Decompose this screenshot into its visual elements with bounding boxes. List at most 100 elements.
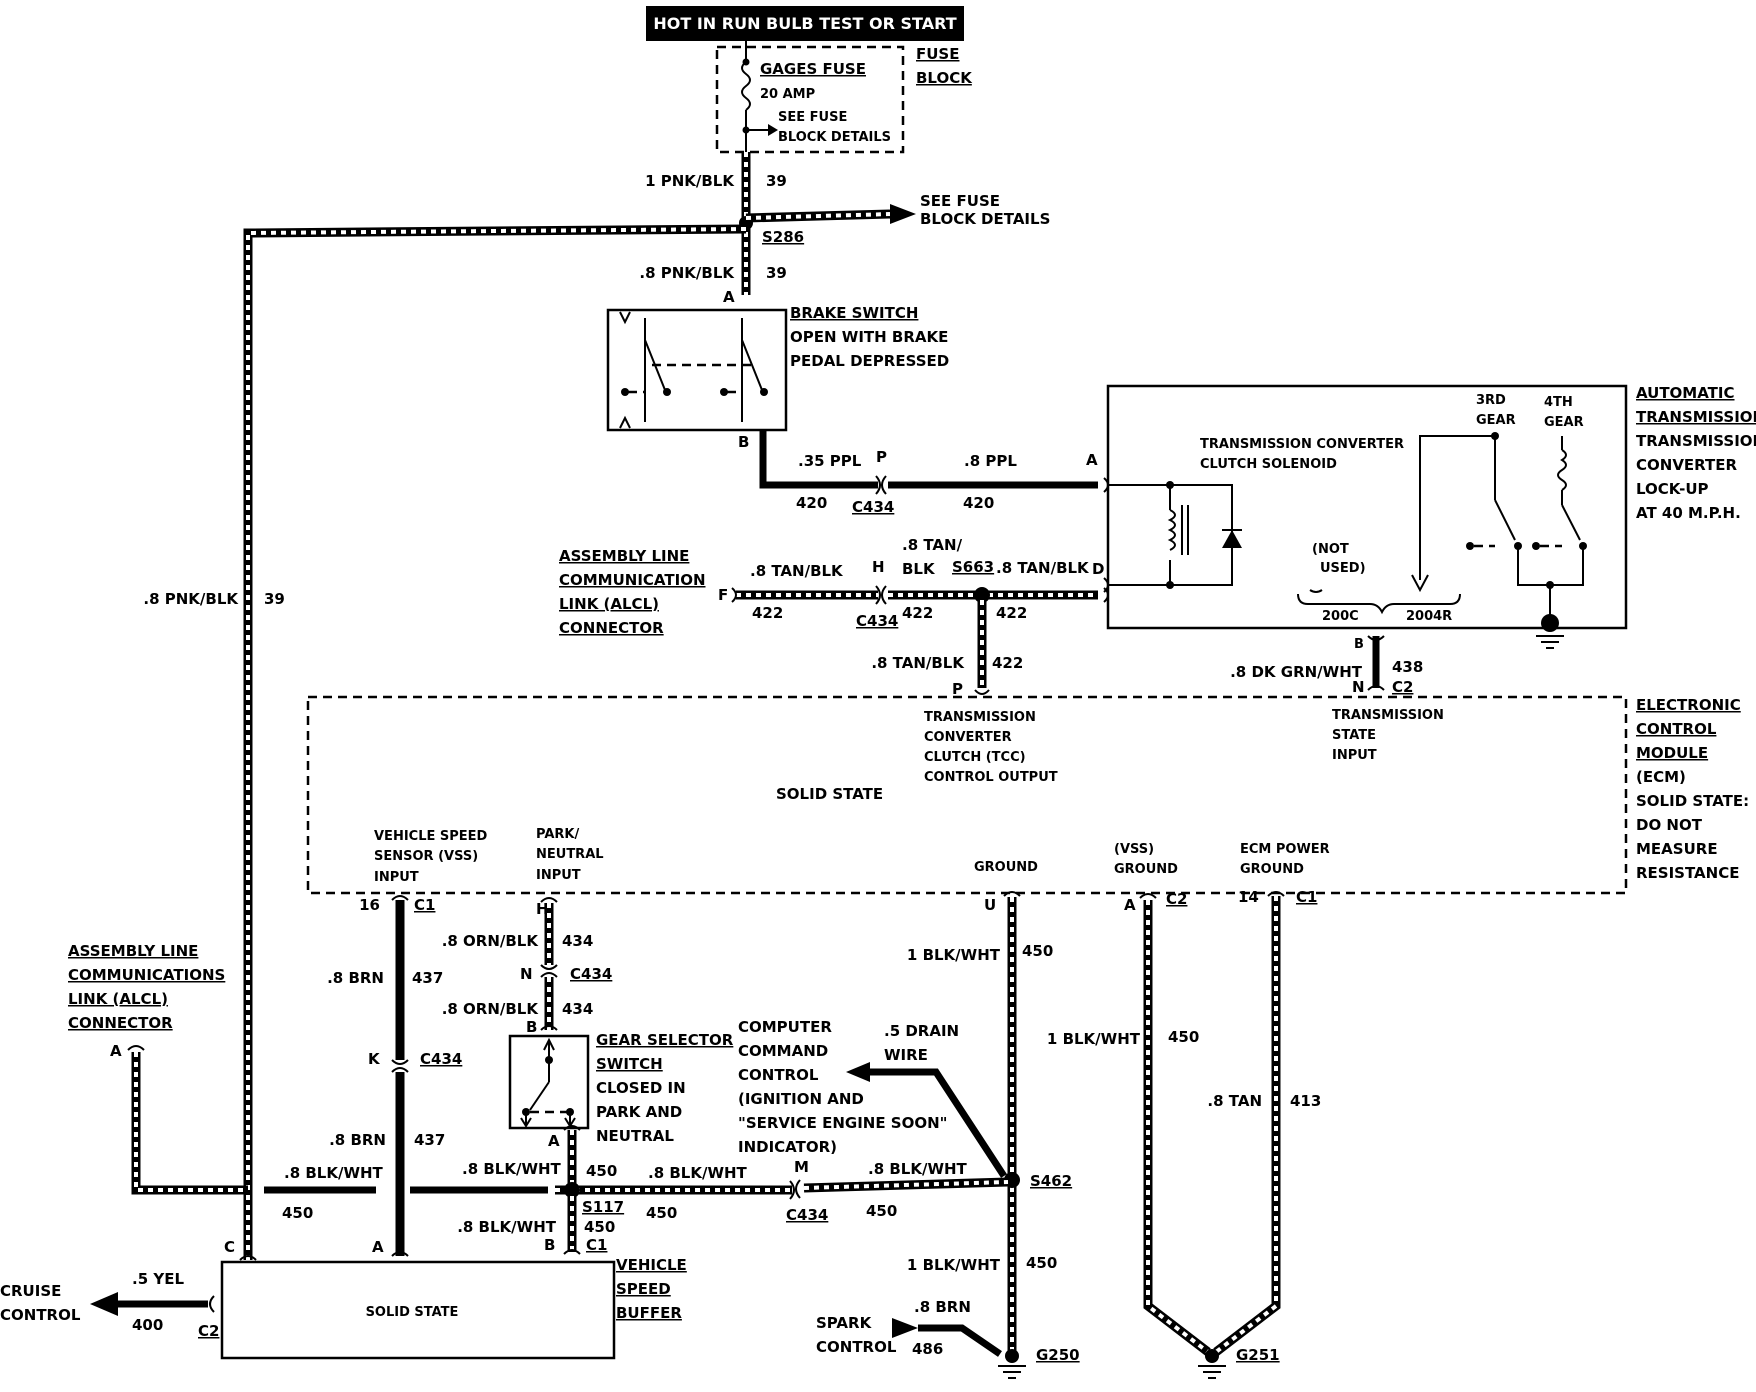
ground-g251-wires [1139,891,1285,1356]
gear-title-1: GEAR SELECTOR [596,1031,734,1049]
solenoid-label-2: CLUTCH SOLENOID [1200,457,1337,472]
circuit-39-mid-label: 39 [766,264,787,282]
pin-n-c2: N [1352,678,1365,696]
drain-wire-2: WIRE [884,1046,928,1064]
splice-s286-label: S286 [762,228,804,246]
circuit-437: .8 BRN 437 K C434 .8 BRN 437 [327,895,462,1257]
ecm-label-2: CONTROL [1636,720,1717,738]
ecm-label-6: DO NOT [1636,816,1703,834]
trans-label-1: AUTOMATIC [1636,384,1735,402]
pin-k-c434: K [368,1050,381,1068]
not-used-2: USED) [1320,561,1366,576]
gear-selector-switch: A GEAR SELECTOR SWITCH CLOSED IN PARK AN… [508,1031,734,1150]
wire-dk-grn-wht: .8 DK GRN/WHT [1230,663,1363,681]
alcl-bottom-line-3: LINK (ALCL) [68,990,168,1008]
ecm-tsi-2: STATE [1332,728,1376,743]
wire-8-brn-spark: .8 BRN [914,1298,971,1316]
ecm-bottom-pins: 16 C1 H U A C2 14 C1 [359,888,1317,918]
s286-see-details-1: SEE FUSE [920,192,1000,210]
vsb-pin-b: B [544,1236,555,1254]
wire-8-pnk-blk-top: .8 PNK/BLK [639,264,735,282]
ground-g251: G251 [1198,1346,1280,1379]
wire-5-yel: .5 YEL [132,1270,184,1288]
splice-s663-dot [974,587,990,603]
ecm-power-ground-1: ECM POWER [1240,842,1330,857]
circuit-39-top-label: 39 [766,172,787,190]
ecm-pin-p: P [952,680,963,698]
connector-c434-434: C434 [570,965,612,983]
wire-blk-wht-down: .8 BLK/WHT [457,1218,557,1236]
ecm-vss-ground-1: (VSS) [1114,842,1154,857]
ecm-tcc-4: CONTROL OUTPUT [924,770,1058,785]
wire-8-brn-2: .8 BRN [329,1131,386,1149]
connector-c434-422: C434 [856,612,898,630]
vsb-pin-c: C [224,1238,235,1256]
trans-label-6: AT 40 M.P.H. [1636,504,1741,522]
wire-blk-wht-left: .8 BLK/WHT [284,1164,384,1182]
gear-3rd-2: GEAR [1476,413,1516,428]
ccc-line-4: (IGNITION AND [738,1090,864,1108]
power-header: HOT IN RUN BULB TEST OR START [646,6,964,41]
ecm-pn-1: PARK/ [536,827,579,842]
circuit-422-1: 422 [752,604,783,622]
ecm-tcc-3: CLUTCH (TCC) [924,750,1026,765]
wire-tan-blk-2a: .8 TAN/ [902,536,963,554]
wire-tan-blk-4: .8 TAN/BLK [871,654,965,672]
vsb-title-3: BUFFER [616,1304,682,1322]
connector-c2-438: C2 [1392,678,1413,696]
cruise-line-1: CRUISE [0,1282,61,1300]
gear-pin-a: A [548,1132,560,1150]
wire-8-brn-1: .8 BRN [327,969,384,987]
trans-pin-d: D [1092,560,1104,578]
trans-pin-b: B [1354,637,1364,652]
header-text: HOT IN RUN BULB TEST OR START [653,14,956,33]
alcl-bottom-pin-a: A [110,1042,122,1060]
fuse-block: GAGES FUSE 20 AMP SEE FUSE BLOCK DETAILS… [715,41,973,178]
fuse-rating: 20 AMP [760,87,815,102]
computer-command-control: COMPUTER COMMAND CONTROL (IGNITION AND "… [738,1018,1007,1178]
circuit-437-2: 437 [414,1131,445,1149]
ecm-pn-3: INPUT [536,868,581,883]
wire-35-ppl: .35 PPL [798,452,862,470]
wire-blk-wht-mid: .8 BLK/WHT [462,1160,562,1178]
ecm-pin-u: U [984,896,996,914]
trans-label-2: TRANSMISSION [1636,408,1756,426]
wire-1-pnk-blk: 1 PNK/BLK [645,172,735,190]
vsb-title-1: VEHICLE [616,1256,687,1274]
spark-line-1: SPARK [816,1314,873,1332]
ecm-vss-2: SENSOR (VSS) [374,849,478,864]
ecm-label-3: MODULE [1636,744,1708,762]
alcl-bottom-line-2: COMMUNICATIONS [68,966,225,984]
g251-label: G251 [1236,1346,1280,1364]
trans-label-4: CONVERTER [1636,456,1738,474]
circuit-434: .8 ORN/BLK 434 N C434 .8 ORN/BLK 434 B [442,897,612,1036]
connector-c434-437: C434 [420,1050,462,1068]
trans-pin-a: A [1086,451,1098,469]
ecm-c1-b: C1 [1296,888,1317,906]
circuit-450-mid2: 450 [646,1204,677,1222]
alcl-top-line-2: COMMUNICATION [559,571,706,589]
wire-8-tan: .8 TAN [1207,1092,1262,1110]
circuit-450-network: 1 BLK/WHT 450 1 BLK/WHT 450 .8 TAN 413 .… [264,891,1321,1352]
ecm-label-8: RESISTANCE [1636,864,1739,882]
ecm-label-4: (ECM) [1636,768,1686,786]
ecm-power-ground-2: GROUND [1240,862,1304,877]
gear-desc-1: CLOSED IN [596,1079,686,1097]
fuse-block-label-2: BLOCK [916,69,973,87]
connector-c434-450: C434 [786,1206,828,1224]
splice-s117-label: S117 [582,1198,624,1216]
alcl-bottom: ASSEMBLY LINE COMMUNICATIONS LINK (ALCL)… [68,590,285,1195]
alcl-top-line-3: LINK (ALCL) [559,595,659,613]
alcl-top-line-1: ASSEMBLY LINE [559,547,689,565]
trans-label-3: TRANSMISSION [1636,432,1756,450]
circuit-438-label: 438 [1392,658,1423,676]
gear-4th-2: GEAR [1544,415,1584,430]
ecm-pin-14: 14 [1238,888,1259,906]
wire-1-blk-wht-bottom: 1 BLK/WHT [907,1256,1001,1274]
wire-blk-wht-right2: .8 BLK/WHT [868,1160,968,1178]
spark-control: SPARK CONTROL .8 BRN 486 [816,1298,1002,1358]
alcl-bottom-line-4: CONNECTOR [68,1014,173,1032]
ecm-pn-2: NEUTRAL [536,847,604,862]
ecm-tsi-1: TRANSMISSION [1332,708,1444,723]
